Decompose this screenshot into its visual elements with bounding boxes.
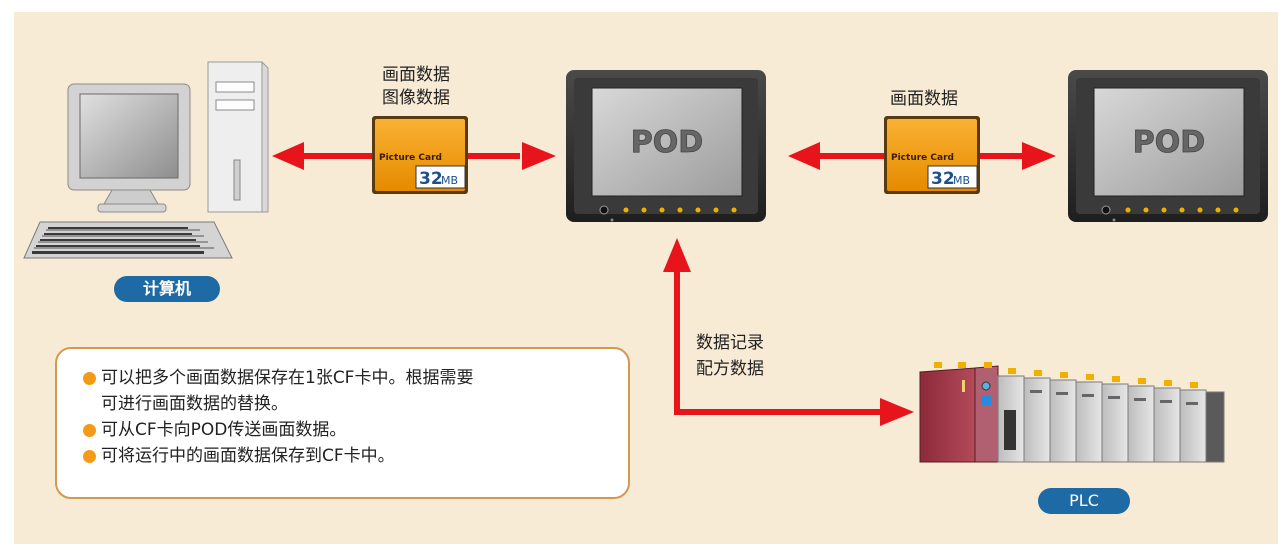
note-text: 可进行画面数据的替换。	[101, 394, 288, 414]
caption-line: 配方数据	[696, 359, 764, 379]
caption-line: 数据记录	[696, 333, 764, 353]
cf-card-right-caption: 画面数据	[890, 88, 958, 111]
cf-card-left-capacity: 32	[419, 169, 443, 189]
bullet-icon	[83, 372, 96, 385]
note-item-continuation: 可进行画面数据的替换。	[83, 391, 628, 417]
cf-card-left-caption: 画面数据 图像数据	[382, 64, 450, 110]
cf-card-right-unit: MB	[953, 174, 970, 187]
cf-card-right-label: Picture Card	[891, 153, 954, 163]
notes-box: 可以把多个画面数据保存在1张CF卡中。根据需要 可进行画面数据的替换。 可从CF…	[55, 347, 630, 499]
bullet-icon	[83, 450, 96, 463]
pod-left	[566, 70, 766, 222]
cf-card-right	[884, 116, 980, 194]
note-text: 可将运行中的画面数据保存到CF卡中。	[101, 446, 395, 466]
cf-card-left	[372, 116, 468, 194]
computer-icon	[23, 61, 269, 259]
caption-line: 画面数据	[382, 65, 450, 85]
note-text: 可以把多个画面数据保存在1张CF卡中。根据需要	[101, 368, 474, 388]
vertical-link-caption: 数据记录 配方数据	[696, 330, 764, 382]
note-item: 可将运行中的画面数据保存到CF卡中。	[83, 443, 628, 469]
plc-icon	[919, 362, 1225, 463]
arrow-pod-plc	[663, 238, 914, 426]
caption-line: 画面数据	[890, 89, 958, 109]
note-text: 可从CF卡向POD传送画面数据。	[101, 420, 347, 440]
computer-badge: 计算机	[114, 276, 220, 302]
cf-card-left-label: Picture Card	[379, 153, 442, 163]
cf-card-right-capacity: 32	[931, 169, 955, 189]
caption-line: 图像数据	[382, 88, 450, 108]
bullet-icon	[83, 424, 96, 437]
plc-badge: PLC	[1038, 488, 1130, 514]
pod-right-screen-text: POD	[1133, 125, 1205, 160]
note-item: 可从CF卡向POD传送画面数据。	[83, 417, 628, 443]
cf-card-left-unit: MB	[441, 174, 458, 187]
pod-left-screen-text: POD	[631, 125, 703, 160]
pod-right	[1068, 70, 1268, 222]
note-item: 可以把多个画面数据保存在1张CF卡中。根据需要	[83, 365, 628, 391]
